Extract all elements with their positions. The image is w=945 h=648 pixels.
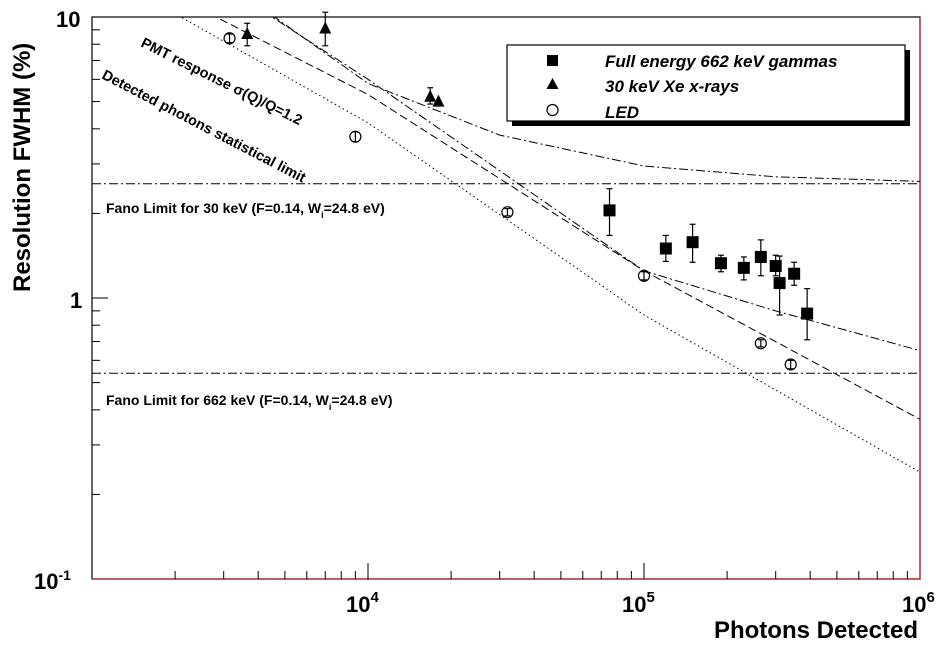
svg-text:104: 104 (346, 589, 379, 617)
marker-square (788, 267, 801, 280)
data-point (754, 337, 767, 350)
x-tick-label-1e5: 105 (622, 589, 655, 617)
curve-dotted-1 (179, 17, 920, 473)
curve-dashed-0 (214, 17, 920, 420)
data-point (319, 11, 332, 47)
reference-curves (92, 17, 920, 473)
legend-circle-marker (546, 103, 559, 117)
y-tick-label-exp: -1 (58, 567, 71, 583)
marker-square (769, 259, 782, 272)
data-point (223, 32, 236, 45)
marker-triangle (241, 26, 254, 39)
data-point (769, 254, 782, 277)
marker-circle (349, 130, 362, 143)
y-tick-label-0p1: 10-1 (34, 567, 71, 594)
marker-triangle (424, 89, 437, 102)
svg-text:106: 106 (902, 589, 935, 617)
data-point (686, 223, 699, 263)
marker-circle (784, 358, 797, 371)
marker-square (714, 257, 727, 270)
detected-photons-label: Detected photons statistical limit (99, 67, 308, 186)
data-point (773, 255, 786, 316)
svg-text:Fano Limit for 662 keV (F=0.14: Fano Limit for 662 keV (F=0.14, Wi=24.8 … (106, 392, 393, 412)
x-tick-label-1e6: 106 (902, 589, 935, 617)
data-point (637, 269, 651, 282)
data-point (241, 22, 254, 47)
x-axis-title: Photons Detected (714, 617, 918, 644)
legend: Full energy 662 keV gammas 30 keV Xe x-r… (506, 44, 910, 126)
marker-triangle (319, 21, 332, 34)
svg-text:Fano Limit for 30 keV (F=0.14,: Fano Limit for 30 keV (F=0.14, Wi=24.8 e… (106, 200, 385, 220)
marker-square (603, 204, 616, 217)
y-tick-label-10: 10 (56, 7, 80, 32)
data-point (432, 94, 445, 107)
data-points (223, 11, 814, 371)
data-point (788, 261, 801, 286)
data-point (659, 234, 672, 262)
marker-circle (754, 337, 767, 350)
data-point (349, 130, 362, 143)
data-point (801, 288, 814, 341)
marker-triangle (432, 94, 445, 107)
curve-dash-dot-2 (273, 17, 920, 182)
y-axis-title: Resolution FWHM (%) (9, 43, 36, 292)
legend-square-marker (547, 55, 558, 66)
data-point (754, 239, 767, 277)
marker-circle (501, 206, 514, 219)
marker-square (773, 277, 786, 290)
legend-label-gammas: Full energy 662 keV gammas (605, 52, 837, 71)
legend-triangle-marker (546, 78, 559, 89)
svg-text:105: 105 (622, 589, 655, 617)
data-point (424, 87, 437, 105)
data-point (501, 206, 514, 219)
legend-label-led: LED (605, 103, 639, 122)
x-tick-label-1e4: 104 (346, 589, 379, 617)
data-point (737, 256, 750, 281)
axis-ticks (92, 29, 908, 579)
marker-square (659, 242, 672, 255)
marker-square (686, 236, 699, 249)
y-tick-label-base: 10 (34, 569, 58, 594)
marker-circle (223, 32, 236, 45)
data-point (714, 254, 727, 273)
legend-box (506, 44, 906, 122)
marker-square (737, 261, 750, 274)
data-point (603, 188, 616, 237)
marker-circle (637, 269, 651, 282)
marker-square (754, 250, 767, 263)
legend-label-xrays: 30 keV Xe x-rays (605, 77, 739, 96)
fano-662kev-label: Fano Limit for 662 keV (F=0.14, Wi=24.8 … (106, 392, 393, 412)
data-point (784, 358, 797, 371)
y-tick-label-1: 1 (70, 288, 82, 313)
fano-30kev-label: Fano Limit for 30 keV (F=0.14, Wi=24.8 e… (106, 200, 385, 220)
svg-text:10-1: 10-1 (34, 567, 71, 594)
marker-square (801, 307, 814, 320)
